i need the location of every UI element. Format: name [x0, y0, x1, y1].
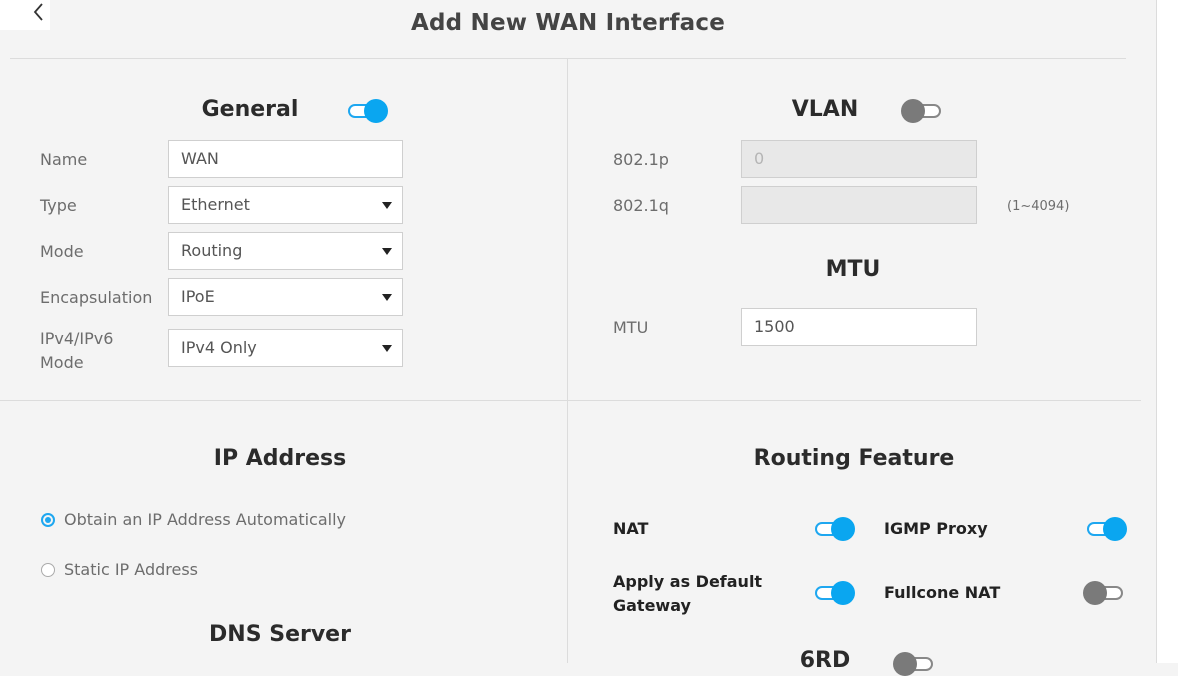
ip-mode-select-value: IPv4 Only: [181, 338, 257, 357]
mode-select[interactable]: Routing: [168, 232, 403, 270]
caret-down-icon: [382, 248, 392, 255]
radio-unchecked[interactable]: [41, 563, 55, 577]
default-gateway-label: Apply as Default Gateway: [613, 570, 762, 618]
name-label: Name: [40, 150, 88, 169]
back-button[interactable]: [24, 0, 52, 28]
routing-feature-title: Routing Feature: [753, 446, 955, 471]
default-gateway-toggle[interactable]: [813, 581, 855, 605]
type-select-value: Ethernet: [181, 195, 250, 214]
chevron-left-icon: [33, 3, 43, 21]
ip-mode-label: IPv4/IPv6 Mode: [40, 327, 113, 375]
caret-down-icon: [382, 202, 392, 209]
ip-static-option[interactable]: Static IP Address: [41, 560, 241, 582]
encapsulation-select-value: IPoE: [181, 287, 215, 306]
toggle-knob: [831, 517, 855, 541]
toggle-knob: [1083, 581, 1107, 605]
page-title: Add New WAN Interface: [410, 10, 726, 36]
toggle-knob: [831, 581, 855, 605]
mode-select-value: Routing: [181, 241, 243, 260]
ip-address-title: IP Address: [213, 446, 347, 471]
default-gateway-label-line2: Gateway: [613, 596, 691, 615]
vlan-q-hint: (1~4094): [1007, 199, 1070, 214]
mode-label: Mode: [40, 242, 84, 261]
type-label: Type: [40, 196, 77, 215]
ip-auto-label: Obtain an IP Address Automatically: [64, 510, 347, 529]
general-title: General: [201, 97, 299, 122]
type-select[interactable]: Ethernet: [168, 186, 403, 224]
toggle-knob: [893, 652, 917, 676]
fullcone-nat-label: Fullcone NAT: [884, 583, 1001, 602]
radio-checked[interactable]: [41, 513, 55, 527]
igmp-proxy-label: IGMP Proxy: [884, 519, 988, 538]
nat-toggle[interactable]: [813, 517, 855, 541]
vlan-p-label: 802.1p: [613, 150, 669, 169]
right-scroll-area: [1156, 0, 1178, 663]
sixrd-toggle[interactable]: [893, 652, 935, 676]
toggle-knob: [901, 99, 925, 123]
caret-down-icon: [382, 345, 392, 352]
sixrd-title: 6RD: [799, 648, 851, 673]
vlan-p-input[interactable]: 0: [741, 140, 977, 178]
title-divider: [10, 58, 1126, 59]
ip-mode-label-line2: Mode: [40, 353, 84, 372]
mtu-input[interactable]: 1500: [741, 308, 977, 346]
ip-mode-select[interactable]: IPv4 Only: [168, 329, 403, 367]
mtu-label: MTU: [613, 318, 649, 337]
vlan-q-input[interactable]: [741, 186, 977, 224]
caret-down-icon: [382, 294, 392, 301]
vlan-title: VLAN: [791, 97, 859, 122]
vlan-toggle[interactable]: [901, 99, 943, 123]
ip-mode-label-line1: IPv4/IPv6: [40, 329, 114, 348]
default-gateway-label-line1: Apply as Default: [613, 572, 763, 591]
vlan-q-label: 802.1q: [613, 196, 669, 215]
ip-auto-option[interactable]: Obtain an IP Address Automatically: [41, 510, 361, 532]
encapsulation-select[interactable]: IPoE: [168, 278, 403, 316]
toggle-knob: [364, 99, 388, 123]
column-divider: [567, 59, 568, 663]
ip-static-label: Static IP Address: [64, 560, 199, 579]
general-toggle[interactable]: [346, 99, 388, 123]
nat-label: NAT: [613, 519, 649, 538]
mtu-title: MTU: [825, 257, 881, 282]
igmp-proxy-toggle[interactable]: [1085, 517, 1127, 541]
dns-server-title: DNS Server: [209, 622, 351, 647]
fullcone-nat-toggle[interactable]: [1083, 581, 1125, 605]
name-input[interactable]: WAN: [168, 140, 403, 178]
encapsulation-label: Encapsulation: [40, 288, 153, 307]
toggle-knob: [1103, 517, 1127, 541]
section-divider: [0, 400, 1141, 401]
